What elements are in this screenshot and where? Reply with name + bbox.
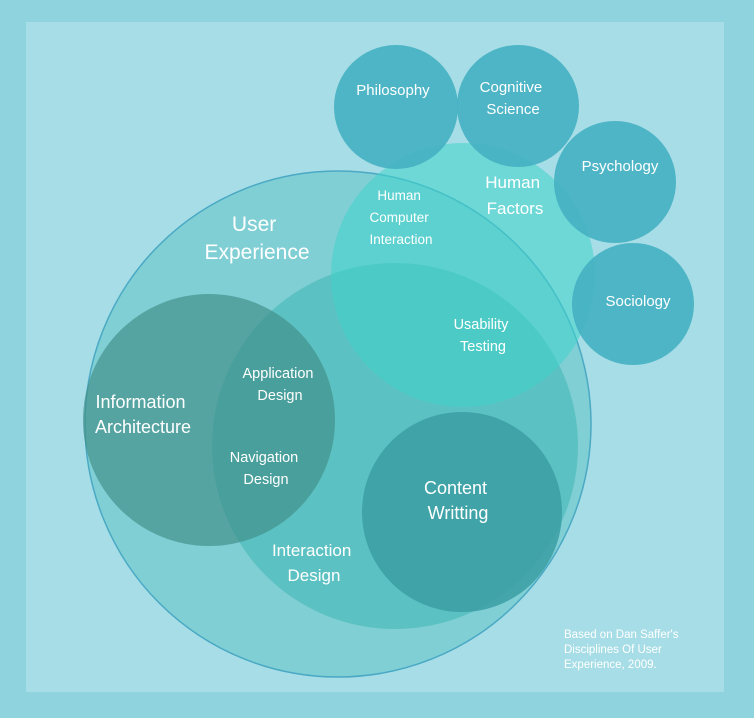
label-hci: Human Computer Interaction [369, 188, 432, 247]
label-user-experience: User Experience [204, 213, 309, 264]
label-navigation-design: Navigation Design [230, 450, 303, 488]
circle-sociology [572, 243, 694, 365]
label-content-writing: Content Writting [424, 478, 492, 523]
circle-cognitive-science [457, 45, 579, 167]
label-information-architecture: Information Architecture [95, 392, 191, 437]
circle-content-writing [362, 412, 562, 612]
circle-human-factors [331, 143, 595, 407]
circle-psychology [554, 121, 676, 243]
label-philosophy: Philosophy [356, 82, 430, 99]
label-interaction-design: Interaction Design [272, 541, 356, 585]
label-cognitive-science: Cognitive Science [480, 79, 547, 118]
circle-information-architecture [83, 294, 335, 546]
credit-text: Based on Dan Saffer's Disciplines Of Use… [564, 629, 679, 671]
circle-philosophy [334, 45, 458, 169]
label-human-factors: Human Factors [485, 173, 545, 218]
label-psychology: Psychology [582, 158, 659, 175]
label-usability-testing: Usability Testing [454, 317, 513, 355]
label-application-design: Application Design [243, 366, 318, 404]
label-sociology: Sociology [605, 293, 671, 310]
